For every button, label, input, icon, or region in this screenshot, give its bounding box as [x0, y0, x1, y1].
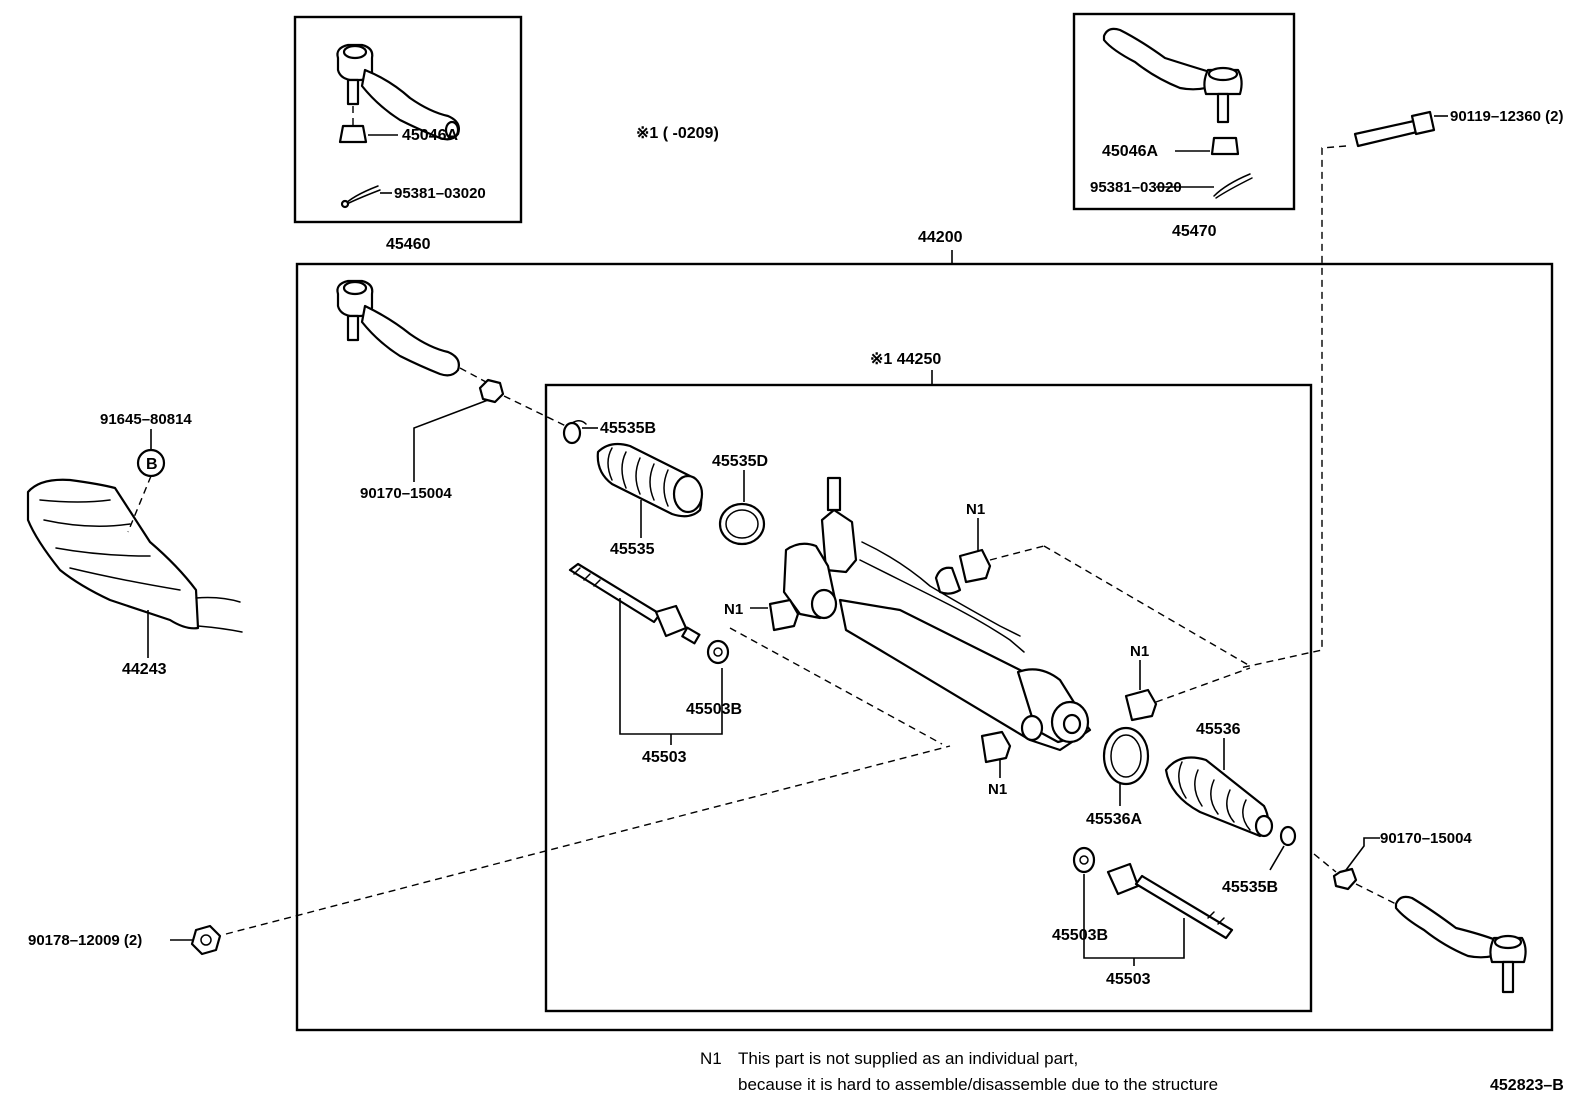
label-45470: 45470 [1172, 223, 1217, 240]
bushing-n1-left [768, 598, 800, 632]
tie-rod-45503-right-drawing [1072, 846, 1234, 940]
label-45460: 45460 [386, 236, 431, 253]
inset-box-45470 [1072, 12, 1296, 211]
tie-rod-end-drawing-right [1332, 867, 1527, 994]
label-45535B-right: 45535B [1222, 879, 1278, 896]
label-44200: 44200 [918, 229, 963, 246]
label-90178-12009: 90178–12009 (2) [28, 932, 142, 949]
boot-clamp-45535D-drawing [718, 502, 766, 546]
rack-boot-45536-drawing [1164, 756, 1274, 838]
steering-gear-housing-drawing [782, 476, 1092, 752]
rack-boot-45535-drawing [596, 442, 704, 518]
label-91645-80814: 91645–80814 [100, 411, 192, 428]
label-45536: 45536 [1196, 721, 1241, 738]
label-90170-15004-left: 90170–15004 [360, 485, 452, 502]
label-B: B [146, 456, 158, 473]
tie-rod-45503-left-drawing [568, 562, 730, 665]
heat-insulator-44243-drawing [26, 478, 243, 633]
nut-90178-drawing [190, 924, 222, 956]
label-45536A: 45536A [1086, 811, 1142, 828]
label-45535B-left: 45535B [600, 420, 656, 437]
footnote-line-1: This part is not supplied as an individu… [738, 1049, 1078, 1068]
boot-clip-45535B-left-drawing [562, 420, 587, 445]
label-44250: ※1 44250 [870, 351, 941, 368]
boot-clip-45535B-right-drawing [1279, 825, 1297, 847]
label-45046A-right: 45046A [1102, 143, 1158, 160]
label-n1-lower: N1 [988, 781, 1007, 798]
tie-rod-end-drawing-left-inset [336, 43, 460, 209]
label-90170-15004-right: 90170–15004 [1380, 830, 1472, 847]
bushing-n1-right [1124, 688, 1158, 722]
bolt-90119-drawing [1353, 110, 1436, 148]
label-90119-12360: 90119–12360 (2) [1450, 108, 1563, 125]
boot-clamp-45536A-drawing [1102, 726, 1150, 786]
footnote-key: N1 [700, 1049, 722, 1068]
label-44243: 44243 [122, 661, 167, 678]
label-45535: 45535 [610, 541, 655, 558]
label-45046A-left: 45046A [402, 127, 458, 144]
assembly-frame-44250 [544, 383, 1313, 1013]
label-45503B-left: 45503B [686, 701, 742, 718]
tie-rod-end-drawing-left [336, 279, 505, 404]
label-n1-right: N1 [1130, 643, 1149, 660]
label-45503B-right: 45503B [1052, 927, 1108, 944]
label-n1-left: N1 [724, 601, 743, 618]
label-45503-right: 45503 [1106, 971, 1151, 988]
label-n1-upper: N1 [966, 501, 985, 518]
label-95381-03020-right: 95381–03020 [1090, 179, 1182, 196]
label-range-note: ※1 ( -0209) [636, 125, 719, 142]
inset-box-45460 [293, 15, 523, 224]
assembly-frame-44200 [295, 262, 1554, 1032]
bushing-n1-upper [958, 548, 992, 584]
label-45535D: 45535D [712, 453, 768, 470]
figure-id: 452823–B [1490, 1077, 1564, 1094]
footnote-line-2: because it is hard to assemble/disassemb… [738, 1075, 1218, 1094]
label-95381-03020-left: 95381–03020 [394, 185, 486, 202]
bushing-n1-lower [980, 730, 1012, 764]
tie-rod-end-drawing-right-inset [1102, 27, 1253, 199]
label-45503-left: 45503 [642, 749, 687, 766]
